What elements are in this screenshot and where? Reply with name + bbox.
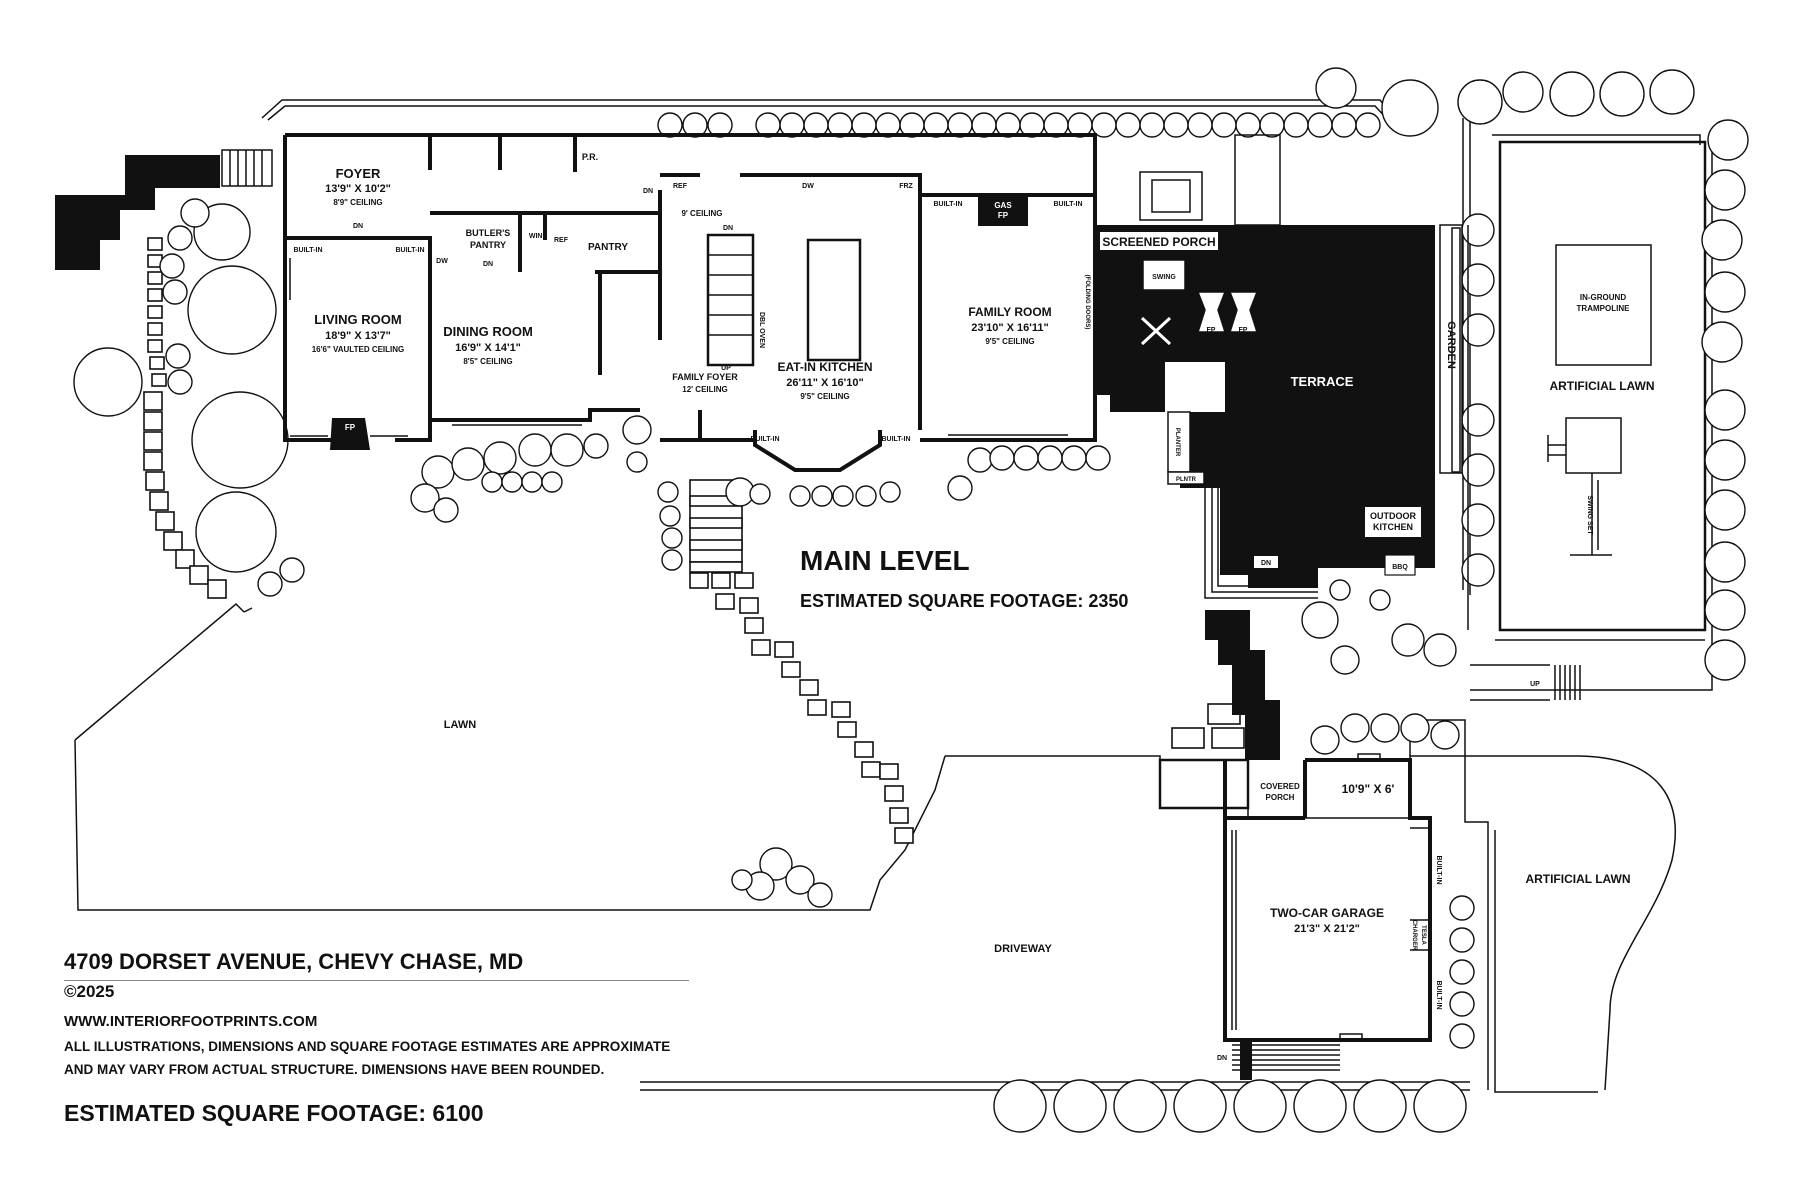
disclaimer-line1: ALL ILLUSTRATIONS, DIMENSIONS AND SQUARE… [64,1039,671,1054]
gas-fp-line1: GAS [994,201,1012,210]
foyer-name: FOYER [336,166,381,181]
covered-porch-dims: 10'9" X 6' [1342,782,1395,796]
kitchen-name: EAT-IN KITCHEN [777,360,872,374]
dining-room-ceiling: 8'5" CEILING [463,357,512,366]
garage-dims: 21'3" X 21'2" [1294,923,1360,935]
rear-yard [1470,132,1713,701]
kitchen-frz-label: FRZ [899,183,913,190]
terrace-block [1095,134,1435,760]
plan-labels: FOYER 13'9" X 10'2" 8'9" CEILING P.R. BU… [293,152,1654,1062]
play-house [1565,417,1622,474]
built-in-family-left: BUILT-IN [933,201,962,208]
living-fp-label: FP [345,423,356,432]
screened-porch-label-bg [1100,232,1218,250]
disclaimer-line2: AND MAY VARY FROM ACTUAL STRUCTURE. DIME… [64,1062,605,1077]
terrace-dn-label: DN [1261,560,1271,567]
plntr-label: PLNTR [1176,477,1197,483]
copyright: ©2025 [64,982,115,1001]
kitchen-ceiling: 9'5" CEILING [800,392,849,401]
family-room-name: FAMILY ROOM [968,305,1051,319]
family-foyer-name: FAMILY FOYER [672,372,738,382]
kitchen-ref-label: REF [673,183,688,190]
info-divider [64,980,689,981]
kitchen-dims: 26'11" X 16'10" [786,377,863,389]
living-room-ceiling: 16'6" VAULTED CEILING [312,345,405,354]
terrace-name: TERRACE [1291,374,1354,389]
dining-room-name: DINING ROOM [443,324,533,339]
porch-fp-left: FP [1207,327,1216,334]
kitchen-dw-label: DW [802,183,814,190]
tesla-charger-line2: CHARGER [1411,920,1417,951]
covered-porch-line2: PORCH [1266,793,1295,802]
pavers [143,237,1245,844]
pantry-label: PANTRY [588,242,628,253]
built-in-kitchen-left: BUILT-IN [750,436,779,443]
wine-label: WINE [529,233,548,240]
landscaping [73,67,1749,1133]
up-stair-label: UP [721,365,731,372]
garage-dn-label: DN [1217,1055,1227,1062]
butlers-pantry-line1: BUTLER'S [466,228,511,238]
built-in-garage-top: BUILT-IN [1435,855,1442,884]
lawn-label: LAWN [444,719,476,731]
garage-block [1158,753,1432,1080]
living-room-name: LIVING ROOM [314,312,401,327]
trampoline-line2: TRAMPOLINE [1577,304,1631,313]
dw-pantry-label: DW [436,258,448,265]
dn-hall-label: DN [643,188,653,195]
dn-stair-label: DN [723,225,733,232]
house-walls [283,133,1097,472]
bbq-label: BBQ [1392,564,1408,571]
living-room-dims: 18'9" X 13'7" [325,330,391,342]
foyer-ceiling: 8'9" CEILING [333,198,382,207]
dbl-oven-label: DBL OVEN [758,312,765,348]
folding-doors-label: (FOLDING DOORS) [1084,275,1090,330]
dn-pantry-label: DN [483,261,493,268]
terrace-dn-bg [1254,556,1278,568]
trampoline-line1: IN-GROUND [1580,293,1626,302]
driveway-label: DRIVEWAY [994,943,1052,955]
outdoor-kitchen-label-bg [1365,507,1421,537]
property-address: 4709 DORSET AVENUE, CHEVY CHASE, MD [64,949,524,974]
family-room-dims: 23'10" X 16'11" [971,322,1048,334]
garden-strips [1439,224,1469,630]
built-in-family-right: BUILT-IN [1053,201,1082,208]
planter-label: PLANTER [1174,428,1180,457]
level-title: MAIN LEVEL [800,545,970,576]
swing-set-label: SWING SET [1586,495,1593,535]
artificial-lawn-side-label: ARTIFICIAL LAWN [1525,872,1630,886]
outdoor-kitchen-line2: KITCHEN [1373,522,1413,532]
artificial-lawn-rear-label: ARTIFICIAL LAWN [1549,379,1654,393]
website: WWW.INTERIORFOOTPRINTS.COM [64,1013,318,1030]
porch-fp-right: FP [1239,327,1248,334]
covered-porch-line1: COVERED [1260,782,1300,791]
total-square-footage: ESTIMATED SQUARE FOOTAGE: 6100 [64,1100,484,1126]
butlers-pantry-line2: PANTRY [470,240,506,250]
front-entry-steps [55,149,273,270]
powder-room-label: P.R. [582,152,598,162]
gas-fp-line2: FP [998,211,1009,220]
family-room-ceiling: 9'5" CEILING [985,337,1034,346]
dn-foyer-label: DN [353,223,363,230]
built-in-garage-bottom: BUILT-IN [1435,980,1442,1009]
garden-label: GARDEN [1445,321,1457,369]
screened-porch-name: SCREENED PORCH [1102,235,1215,249]
outdoor-kitchen-line1: OUTDOOR [1370,511,1416,521]
trampoline-outline [1555,244,1652,366]
hall-ceiling-label: 9' CEILING [681,209,722,218]
garage-name: TWO-CAR GARAGE [1270,906,1384,920]
pantry-ref-label: REF [554,237,569,244]
built-in-foyer-left: BUILT-IN [293,247,322,254]
dining-room-dims: 16'9" X 14'1" [455,342,521,354]
built-in-kitchen-right: BUILT-IN [881,436,910,443]
level-sqft: ESTIMATED SQUARE FOOTAGE: 2350 [800,591,1128,611]
tesla-charger-line1: TESLA [1420,925,1426,945]
swing-label: SWING [1152,274,1176,281]
rear-up-label: UP [1530,681,1540,688]
built-in-foyer-right: BUILT-IN [395,247,424,254]
family-foyer-ceiling: 12' CEILING [682,385,727,394]
foyer-dims: 13'9" X 10'2" [325,183,391,195]
